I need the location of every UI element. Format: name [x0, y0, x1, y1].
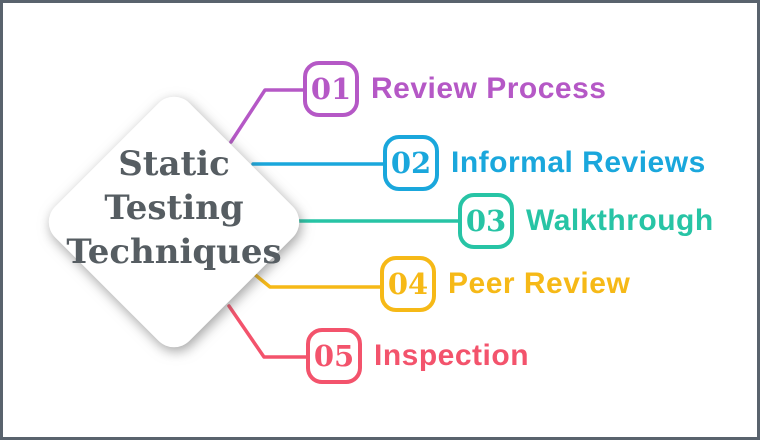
item-number-badge: 01 [303, 61, 359, 117]
item-number-badge: 03 [458, 193, 514, 249]
item-label: Peer Review [448, 267, 631, 300]
item-number: 03 [465, 204, 507, 238]
diagram-title: Static Testing Techniques [24, 142, 324, 274]
item-number: 01 [310, 72, 352, 106]
item-informal-reviews: 02 Informal Reviews [383, 135, 706, 191]
item-label: Walkthrough [526, 204, 714, 237]
item-label: Informal Reviews [451, 146, 706, 179]
item-review-process: 01 Review Process [303, 61, 606, 117]
item-number-badge: 04 [380, 256, 436, 312]
diagram-title-line-2: Testing [104, 188, 244, 228]
connector-review-process [229, 88, 307, 144]
item-number: 04 [387, 267, 429, 301]
connector-inspection [227, 304, 310, 359]
connector-peer-review [251, 271, 384, 289]
item-number-badge: 02 [383, 135, 439, 191]
item-number-badge: 05 [306, 328, 362, 384]
item-inspection: 05 Inspection [306, 328, 529, 384]
item-peer-review: 04 Peer Review [380, 256, 630, 312]
item-walkthrough: 03 Walkthrough [458, 193, 714, 249]
diagram-title-line-3: Techniques [66, 232, 282, 272]
item-number: 05 [313, 339, 355, 373]
item-label: Inspection [374, 339, 530, 372]
item-label: Review Process [371, 72, 607, 105]
item-number: 02 [390, 146, 432, 180]
diagram-title-line-1: Static [118, 144, 230, 184]
